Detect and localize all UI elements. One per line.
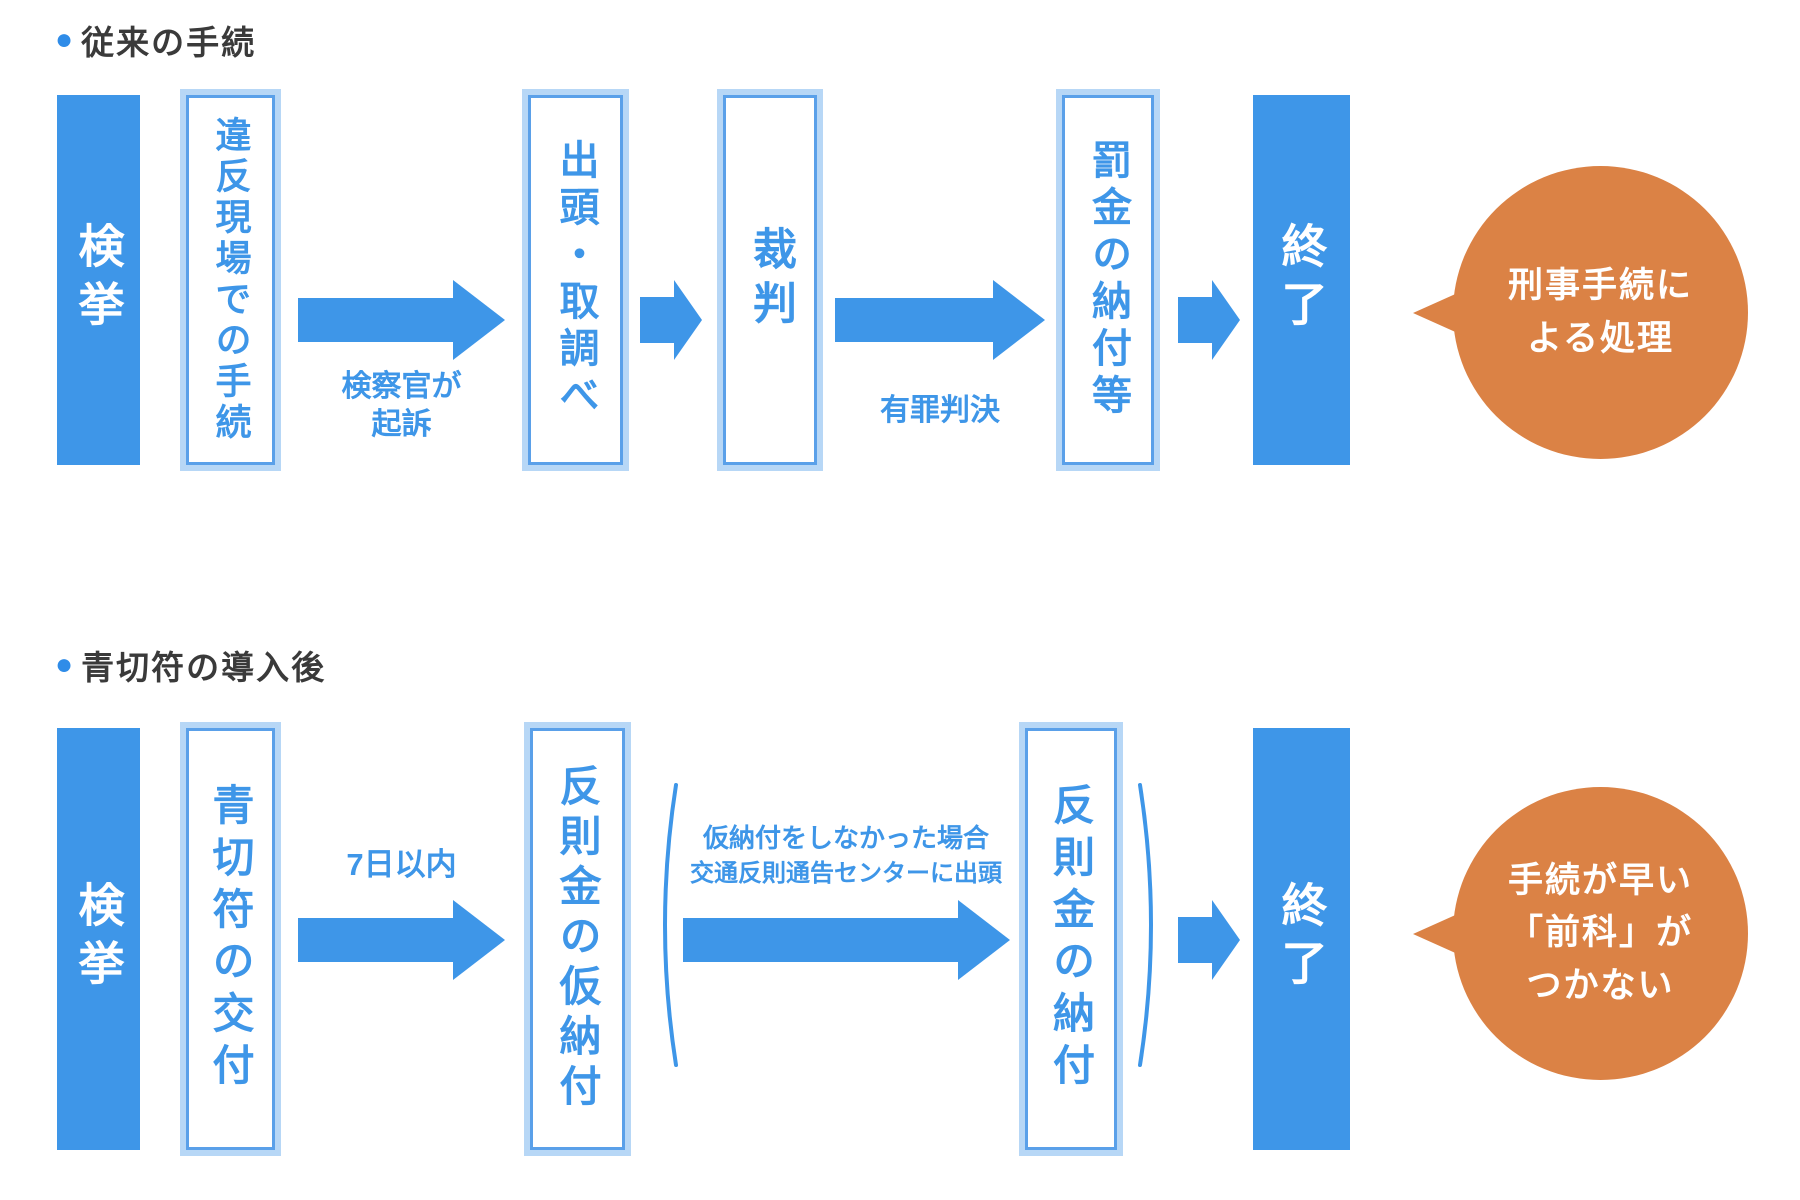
flow1-arrow-prosecution-icon <box>298 280 505 360</box>
flow1-step-kenkyo: 検挙 <box>57 95 140 465</box>
bullet-icon: ● <box>55 23 76 56</box>
flow1-step-ihan-genba: 違反現場での手続 <box>186 95 275 465</box>
arrow-body <box>683 918 958 962</box>
flow2-step-shuryo-label: 終了 <box>1275 881 1328 997</box>
flow2-step-kenkyo: 検挙 <box>57 728 140 1150</box>
arrow-head <box>453 280 505 360</box>
flow1-speech-bubble: 刑事手続に よる処理 <box>1413 166 1748 459</box>
flow1-step-shuryo: 終了 <box>1253 95 1350 465</box>
open-parenthesis-icon <box>663 783 678 1067</box>
flow1-arrow2-caption: 有罪判決 <box>880 394 1000 427</box>
flow1-arrow-verdict-icon <box>835 280 1045 360</box>
bullet-icon: ● <box>55 648 76 681</box>
arrow-body <box>640 297 674 343</box>
flow2-arrow-notification-center-icon <box>683 900 1010 980</box>
flow1-bubble-line2: よる処理 <box>1527 318 1674 358</box>
section2-title: ● 青切符の導入後 <box>55 641 326 689</box>
flow1-arrow1-caption-line2: 起訴 <box>371 407 432 441</box>
close-parenthesis-icon <box>1138 783 1153 1067</box>
flow2-step-aokippu-label: 青切符の交付 <box>207 783 254 1095</box>
flow1-step-shuryo-label: 終了 <box>1275 222 1328 338</box>
flow1-step-shuttou: 出頭・取調べ <box>528 95 623 465</box>
flow1-arrow1-caption: 検察官が 起訴 <box>288 368 515 443</box>
flow2-step-karinofu-label: 反則金の仮納付 <box>554 764 601 1114</box>
flow2-arrow2-caption-line1: 仮納付をしなかった場合 <box>702 823 989 853</box>
flow1-step-bakkin: 罰金の納付等 <box>1062 95 1154 465</box>
flow2-bubble-line3: つかない <box>1526 965 1675 1005</box>
section2-title-text: 青切符の導入後 <box>81 649 327 686</box>
arrow-head <box>453 900 505 980</box>
flow2-step-karinofu: 反則金の仮納付 <box>530 728 625 1150</box>
flow1-small-arrow1-icon <box>640 280 702 360</box>
flow1-bubble-line1: 刑事手続に <box>1507 266 1693 305</box>
flow1-step-shuttou-label: 出頭・取調べ <box>553 139 598 421</box>
flow1-step-ihan-genba-label: 違反現場での手続 <box>210 116 252 444</box>
arrow-body <box>1178 917 1212 963</box>
flow1-small-arrow2-icon <box>1178 280 1240 360</box>
section1-title: ● 従来の手続 <box>55 16 256 64</box>
arrow-body <box>298 298 453 342</box>
flow1-step-bakkin-label: 罰金の納付等 <box>1086 139 1130 421</box>
section1-title-text: 従来の手続 <box>81 24 257 61</box>
flow2-arrow2-caption: 仮納付をしなかった場合 交通反則通告センターに出頭 <box>668 822 1024 889</box>
arrow-body <box>835 298 993 342</box>
arrow-head <box>1212 280 1240 360</box>
flow1-step-saiban-label: 裁判 <box>746 226 795 334</box>
flow1-step-kenkyo-label: 検挙 <box>72 222 125 338</box>
flow2-arrow1-caption: 7日以内 <box>346 847 457 882</box>
flow2-bubble-line2: 「前科」が <box>1507 913 1693 953</box>
arrow-head <box>674 280 702 360</box>
flow2-speech-bubble: 手続が早い 「前科」が つかない <box>1413 787 1748 1080</box>
flow2-bubble-line1: 手続が早い <box>1507 860 1693 900</box>
flow2-step-kenkyo-label: 検挙 <box>72 881 125 997</box>
flow2-step-aokippu: 青切符の交付 <box>186 728 275 1150</box>
flow1-step-saiban: 裁判 <box>723 95 817 465</box>
arrow-head <box>993 280 1045 360</box>
flow2-step-shuryo: 終了 <box>1253 728 1350 1150</box>
arrow-head <box>1212 900 1240 980</box>
flow2-step-nofu-label: 反則金の納付 <box>1047 783 1095 1095</box>
flow2-step-nofu: 反則金の納付 <box>1025 728 1117 1150</box>
flow2-arrow2-caption-line2: 交通反則通告センターに出頭 <box>690 859 1002 887</box>
speech-bubble-tail-icon <box>1413 907 1471 960</box>
flow2-small-arrow-icon <box>1178 900 1240 980</box>
arrow-body <box>298 918 453 962</box>
speech-bubble-tail-icon <box>1413 286 1471 339</box>
flow2-arrow-7days-icon <box>298 900 505 980</box>
arrow-head <box>958 900 1010 980</box>
arrow-body <box>1178 297 1212 343</box>
flow1-arrow1-caption-line1: 検察官が <box>341 370 462 403</box>
